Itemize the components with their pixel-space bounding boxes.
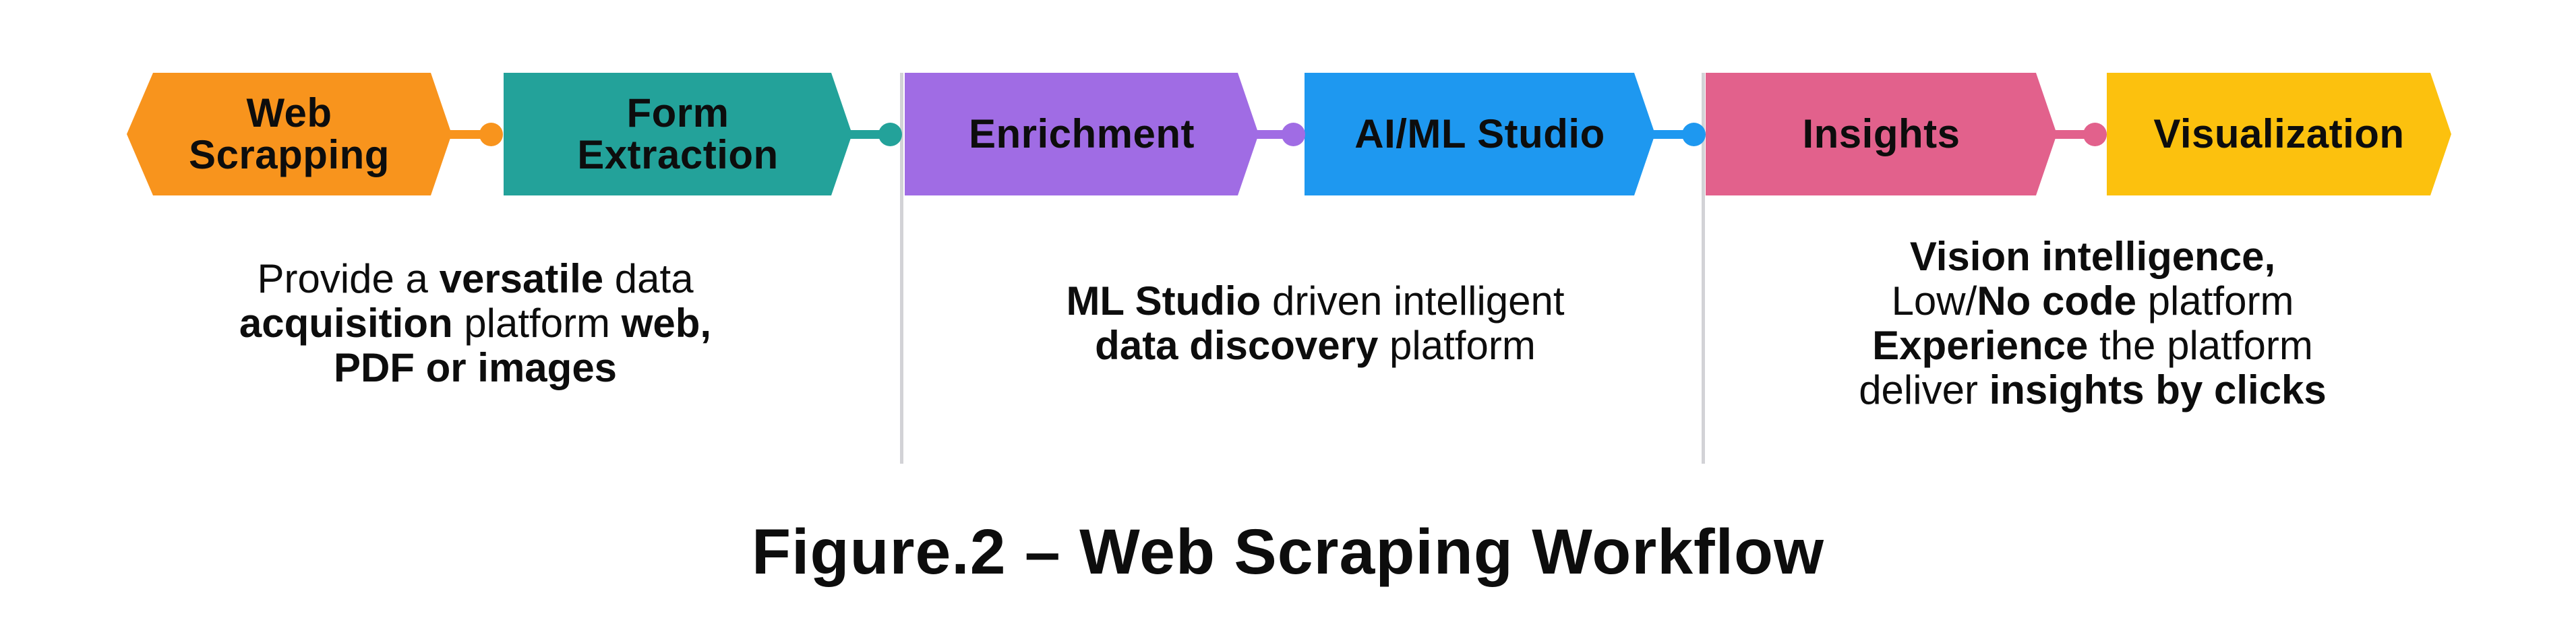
step-enrichment-label: Enrichment bbox=[968, 111, 1195, 156]
step-visualization-label: Visualization bbox=[2153, 111, 2405, 156]
step-insights-label: Insights bbox=[1802, 111, 1960, 156]
connector-dot-icon bbox=[1682, 123, 1706, 146]
section-divider bbox=[1702, 73, 1705, 464]
figure-caption: Figure.2 – Web Scraping Workflow bbox=[752, 516, 1824, 588]
step-web-scrapping: Web Scrapping bbox=[127, 73, 452, 195]
section-divider bbox=[900, 73, 903, 464]
step-ai-ml-studio-label: AI/ML Studio bbox=[1354, 111, 1605, 156]
step-visualization: Visualization bbox=[2107, 73, 2451, 195]
description-insights: Vision intelligence,Low/No code platform… bbox=[1859, 234, 2327, 412]
connector-dot-icon bbox=[1282, 123, 1305, 146]
step-insights: Insights bbox=[1706, 73, 2057, 195]
step-ai-ml-studio: AI/ML Studio bbox=[1305, 73, 1655, 195]
connector-dot-icon bbox=[479, 123, 503, 146]
step-enrichment: Enrichment bbox=[905, 73, 1259, 195]
step-form-extraction: Form Extraction bbox=[504, 73, 852, 195]
connector-dot-icon bbox=[878, 123, 902, 146]
step-web-scrapping-label: Web Scrapping bbox=[189, 90, 390, 177]
connector-dot-icon bbox=[2083, 123, 2107, 146]
step-form-extraction-label: Form Extraction bbox=[577, 90, 779, 177]
